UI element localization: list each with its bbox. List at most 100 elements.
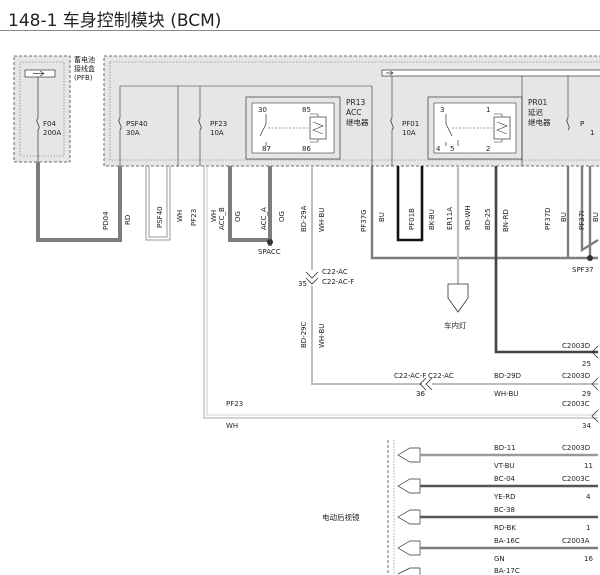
relay-pr13-pin85: 85	[302, 106, 311, 114]
lamp-icon	[447, 283, 469, 313]
splice-spacc-label: SPACC	[258, 248, 281, 256]
mirror-label: 电动后视镜	[322, 512, 360, 522]
wire-pf23	[203, 166, 598, 419]
relay-pr13-line1: ACC	[346, 108, 361, 117]
wire-label-psf40-color: WH	[176, 210, 184, 222]
relay-pr01-outer	[427, 96, 523, 160]
mirror-wire-1-color: YE-RD	[493, 493, 515, 501]
relay-pr13-pin30: 30	[258, 106, 267, 114]
mirror-terminal-icon	[397, 540, 421, 556]
relay-pr01-pin3: 3	[440, 106, 444, 114]
connector-chevron-icon	[591, 377, 599, 391]
c22-wire-code: BD-29C	[300, 321, 308, 348]
wire-label-pf37d-code: PF37D	[544, 207, 552, 230]
relay-coil-winding	[496, 121, 508, 135]
fuse-icon	[390, 117, 394, 131]
splice-spf37-label: SPF37	[572, 266, 594, 274]
relay-coil-winding	[312, 121, 324, 135]
mirror-terminal-icon	[397, 447, 421, 463]
c22-inline-b: C22-AC	[428, 372, 454, 380]
connector-chevron-icon	[305, 271, 319, 285]
c22-inline-pin: 36	[416, 390, 425, 398]
relay-pr13-name: PR13	[346, 98, 366, 107]
fuse-icon	[198, 117, 202, 131]
connector-chevron-icon	[591, 345, 599, 359]
wire-psf40-loop-inner	[148, 166, 168, 238]
pfb-box-inner	[19, 61, 65, 157]
relay-pr13-outer	[245, 96, 341, 160]
mirror-wire-3-code: BA-16C	[494, 537, 520, 545]
interior-lamp-label: 车内灯	[444, 320, 467, 330]
mirror-wire-3-color: GN	[494, 555, 505, 563]
bcm-conn-2-pin: 34	[582, 422, 591, 430]
bcm-box-inner	[109, 61, 600, 161]
relay-pr13-pin86: 86	[302, 145, 311, 153]
fuse-pf23-name: PF23	[210, 120, 227, 128]
wire-label-psf40-code: PSF40	[156, 206, 164, 228]
fuse-psf40-rating: 30A	[126, 129, 140, 137]
bcm-conn-1-code: BD-29D	[494, 372, 521, 380]
relay-pr01-name: PR01	[528, 98, 548, 107]
power-mirror: 电动后视镜 BD-11 C2003D VT-BU 11 BC-04 C2003C…	[322, 440, 598, 575]
connector-chevron-icon	[591, 409, 599, 423]
fuse-icon	[566, 117, 570, 131]
mirror-wire-1-code: BC-04	[494, 475, 516, 483]
wire-label-pf37i-color: BU	[592, 212, 600, 222]
wire-pf01b	[396, 166, 424, 242]
wire-label-pf37i-code: PF37I	[578, 211, 586, 230]
pfb-junction-box: 蓄电池 接线盒 (PFB) F04 200A	[13, 55, 95, 163]
wire-bd29c	[311, 286, 422, 385]
wire-label-pd04-color: RD	[124, 215, 132, 225]
fuse-psf40-name: PSF40	[126, 120, 148, 128]
bcm-module: PSF40 30A PF23 10A PF01 10A P 1 30 85 87…	[103, 55, 600, 167]
bcm-conn-1-connector: C2003D	[562, 372, 590, 380]
interior-lamp: 车内灯	[444, 283, 469, 330]
relay-pr13-line2: 继电器	[346, 117, 369, 127]
mirror-wire-3-pin: 16	[584, 555, 593, 563]
relay-pr01-pin2: 2	[486, 145, 490, 153]
wire-label-bd25-color: BN-RD	[502, 209, 510, 232]
relay-pr01-pin1: 1	[486, 106, 490, 114]
wire-pd04	[36, 162, 122, 242]
mirror-terminal-icon	[397, 478, 421, 494]
bcm-conn-0-pin: 25	[582, 360, 591, 368]
mirror-terminal-icon	[397, 509, 421, 525]
pfb-title-line2: 接线盒	[74, 64, 95, 73]
wire-label-accb-color: OG	[234, 211, 242, 222]
mirror-wire-0-color: VT-BU	[494, 462, 515, 470]
bcm-conn-2-color: WH	[226, 422, 238, 430]
wire-label-accb-code: ACC_B	[218, 207, 226, 230]
bcm-connection-rows: C2003D 25 BD-29D C2003D WH-BU 29 PF23 C2…	[226, 342, 599, 430]
bcm-conn-1-pin: 29	[582, 390, 591, 398]
relay-switch-icon	[259, 114, 267, 146]
wire-psf40-loop	[145, 166, 171, 241]
wire-label-pd04-code: PD04	[102, 211, 110, 230]
relay-pr13-coil-leads	[310, 113, 319, 143]
wire-label-pf01b-color: BK-BU	[428, 209, 436, 230]
connector-chevron-icon	[419, 377, 433, 391]
relay-pr01: 3 1 4 5 2 PR01 延迟 继电器	[427, 96, 551, 160]
c22-pin: 35	[298, 280, 307, 288]
relay-pr01-coil-leads	[494, 113, 503, 143]
wire-pf37i	[580, 166, 599, 253]
bcm-busbar-arrow-icon	[386, 70, 394, 76]
mirror-wire-0-pin: 11	[584, 462, 593, 470]
pfb-fuse-rating: 200A	[43, 129, 61, 137]
wire-label-pf37d-color: BU	[560, 212, 568, 222]
bcm-conn-0-connector: C2003D	[562, 342, 590, 350]
mirror-wire-4-code: BA-17C	[494, 567, 520, 575]
wire-pf37g	[370, 166, 598, 260]
fuse-icon	[118, 117, 122, 131]
mirror-wire-2-code: BC-38	[494, 506, 515, 514]
wire-label-er11a-code: ER11A	[446, 207, 454, 230]
bcm-conn-1-color: WH-BU	[494, 390, 518, 398]
bcm-conn-2-code: PF23	[226, 400, 243, 408]
wire-label-pf37g-color: BU	[378, 212, 386, 222]
splice-spacc-dot	[267, 239, 273, 245]
page-title: 148-1 车身控制模块 (BCM)	[8, 11, 222, 31]
pfb-busbar-arrow-icon	[33, 70, 45, 77]
wire-pf23-return	[206, 166, 598, 416]
mirror-terminal-icon	[397, 567, 421, 575]
wire-label-bd29a-color: WH-BU	[318, 208, 326, 232]
c22-name-a: C22-AC	[322, 268, 348, 276]
